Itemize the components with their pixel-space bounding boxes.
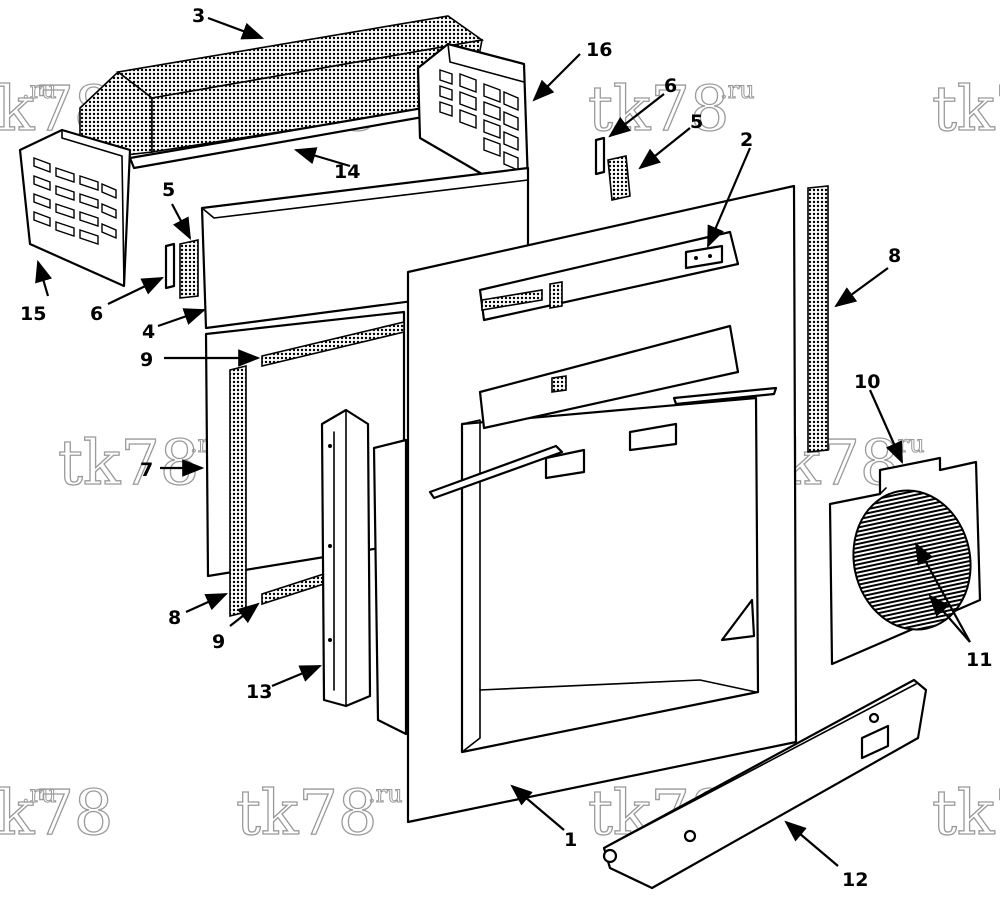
callout-8-right: 8 bbox=[888, 245, 901, 267]
watermark-suffix: .ru bbox=[22, 76, 57, 104]
vent-slots bbox=[439, 69, 519, 172]
watermark-text: tk78 bbox=[932, 72, 1000, 145]
callout-15: 15 bbox=[20, 303, 46, 325]
callout-5-right: 5 bbox=[690, 111, 703, 133]
callout-layer: 3 16 6 5 2 14 5 15 6 4 9 7 8 9 13 8 10 bbox=[20, 5, 992, 891]
part-12-bottom-rail bbox=[602, 678, 928, 890]
callout-1: 1 bbox=[564, 829, 577, 851]
part-15-left-vent-panel bbox=[18, 128, 132, 288]
callout-9-bottom: 9 bbox=[212, 631, 225, 653]
callout-6-right: 6 bbox=[664, 75, 677, 97]
watermark-text: tk78 bbox=[236, 776, 377, 849]
callout-9-top: 9 bbox=[140, 349, 153, 371]
callout-5-left: 5 bbox=[162, 179, 175, 201]
watermark-text: tk78 bbox=[58, 426, 199, 499]
watermark-8: tk78 .ru bbox=[0, 775, 114, 849]
callout-6-left: 6 bbox=[90, 303, 103, 325]
callout-16: 16 bbox=[586, 39, 612, 61]
callout-7: 7 bbox=[140, 459, 153, 481]
part-3-top-mesh-vent bbox=[79, 15, 485, 161]
oven-box bbox=[372, 438, 408, 736]
watermark-text: tk78 bbox=[588, 72, 729, 145]
watermark-4: tk78 bbox=[931, 71, 1000, 145]
part-8-right-gasket bbox=[807, 185, 829, 453]
callout-13: 13 bbox=[246, 681, 272, 703]
part-16-right-vent-panel bbox=[416, 42, 530, 190]
part-1-front-frame bbox=[406, 184, 798, 824]
callout-3: 3 bbox=[192, 5, 205, 27]
part-5-6-left-clip bbox=[164, 239, 199, 299]
watermark-text: tk78 bbox=[0, 776, 113, 849]
watermark-suffix: .ru bbox=[368, 780, 403, 808]
watermark-suffix: .ru bbox=[720, 76, 755, 104]
callout-2: 2 bbox=[740, 129, 753, 151]
callout-8-left: 8 bbox=[168, 607, 181, 629]
callout-10: 10 bbox=[854, 371, 880, 393]
part-5-6-right-clip bbox=[594, 136, 631, 201]
callout-14: 14 bbox=[334, 161, 360, 183]
watermark-text: tk78 bbox=[932, 776, 1000, 849]
vent-slots bbox=[33, 156, 117, 245]
part-13-vertical-channel bbox=[320, 408, 372, 708]
watermark-suffix: .ru bbox=[22, 780, 57, 808]
part-8-left-gasket bbox=[229, 364, 247, 618]
callout-12: 12 bbox=[842, 869, 868, 891]
callout-4: 4 bbox=[142, 321, 155, 343]
callout-11: 11 bbox=[966, 649, 992, 671]
watermark-9: tk78 .ru bbox=[235, 775, 403, 849]
watermark-11: tk78 bbox=[931, 775, 1000, 849]
